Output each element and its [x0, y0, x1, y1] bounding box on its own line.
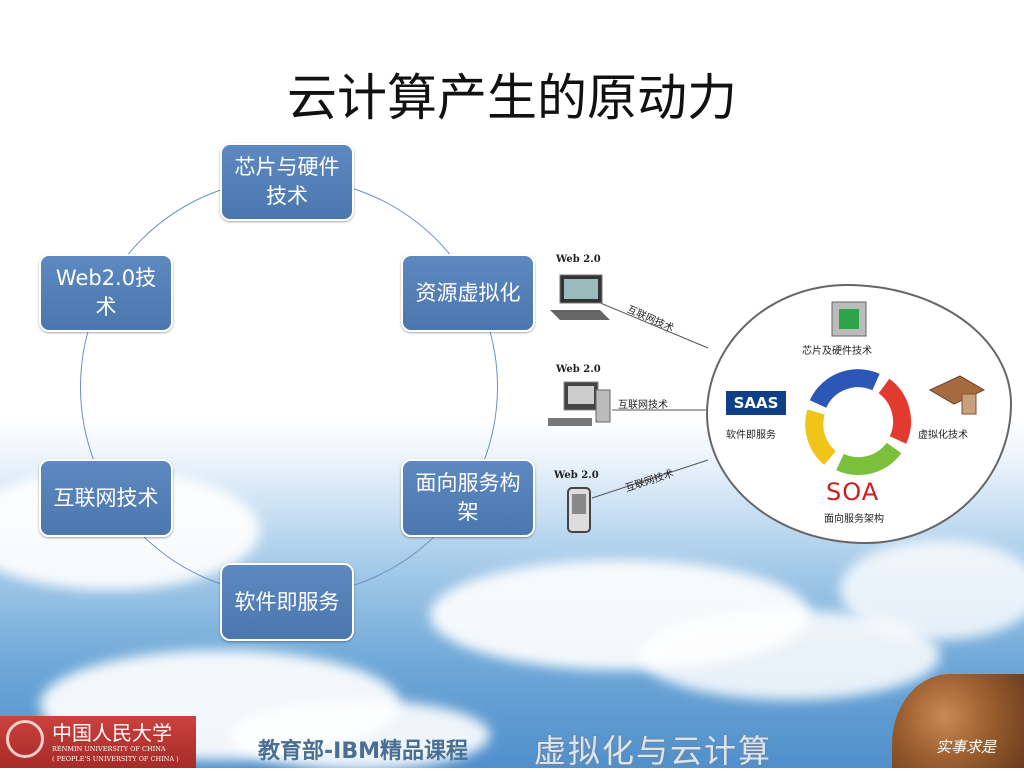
cloud-computing-illustration: Web 2.0 Web 2.0 Web 2.0 互联网技术 互联网技术 互联网技…: [540, 250, 1020, 550]
motto-text: 实事求是: [936, 738, 997, 756]
node-chip-hardware: 芯片与硬件技术: [220, 143, 354, 221]
university-name-en-alt: ( PEOPLE'S UNIVERSITY OF CHINA ): [52, 755, 179, 763]
node-web2: Web2.0技术: [39, 254, 173, 332]
web2-label: Web 2.0: [556, 254, 601, 265]
node-label: 软件即服务: [234, 589, 340, 614]
mobile-phone-icon: [567, 487, 591, 533]
connector-line: [591, 459, 709, 499]
slide-title: 云计算产生的原动力: [287, 69, 737, 127]
web2-label: Web 2.0: [556, 364, 601, 375]
node-label: 芯片与硬件技术: [234, 155, 340, 208]
saas-logo: SAAS: [726, 391, 786, 415]
node-service-oriented-architecture: 面向服务构架: [401, 459, 535, 537]
node-label: Web2.0技术: [55, 266, 157, 319]
desktop-computer-icon: [548, 381, 611, 426]
university-name-cn: 中国人民大学: [52, 721, 172, 745]
laptop-icon: [550, 274, 610, 320]
cycle-arrows-icon: [805, 369, 911, 475]
saas-caption: 软件即服务: [726, 430, 776, 441]
web2-label: Web 2.0: [554, 470, 599, 481]
chip-icon: [831, 301, 867, 337]
soa-logo: SOA: [826, 478, 880, 506]
chip-caption: 芯片及硬件技术: [802, 346, 872, 357]
node-label: 互联网技术: [53, 485, 159, 510]
soa-caption: 面向服务架构: [824, 514, 884, 525]
node-label: 资源虚拟化: [415, 280, 521, 305]
university-name-en: RENMIN UNIVERSITY OF CHINA: [52, 745, 166, 753]
university-seal-icon: [6, 720, 44, 758]
university-logo: 中国人民大学 RENMIN UNIVERSITY OF CHINA ( PEOP…: [0, 716, 196, 768]
cloud-decoration: [840, 540, 1024, 640]
virtualization-caption: 虚拟化技术: [918, 430, 968, 441]
node-label: 面向服务构架: [415, 471, 521, 524]
server-cluster-icon: [928, 375, 986, 415]
subject-label: 虚拟化与云计算: [534, 732, 773, 770]
node-internet-technology: 互联网技术: [39, 459, 173, 537]
node-software-as-service: 软件即服务: [220, 563, 354, 641]
node-resource-virtualization: 资源虚拟化: [401, 254, 535, 332]
rock-decoration: [892, 674, 1024, 768]
course-label: 教育部-IBM精品课程: [258, 739, 468, 764]
cloud-decoration: [230, 700, 490, 770]
connector-line: [597, 301, 709, 349]
internet-link-label: 互联网技术: [618, 400, 668, 411]
illustration-graphics: [548, 274, 986, 533]
